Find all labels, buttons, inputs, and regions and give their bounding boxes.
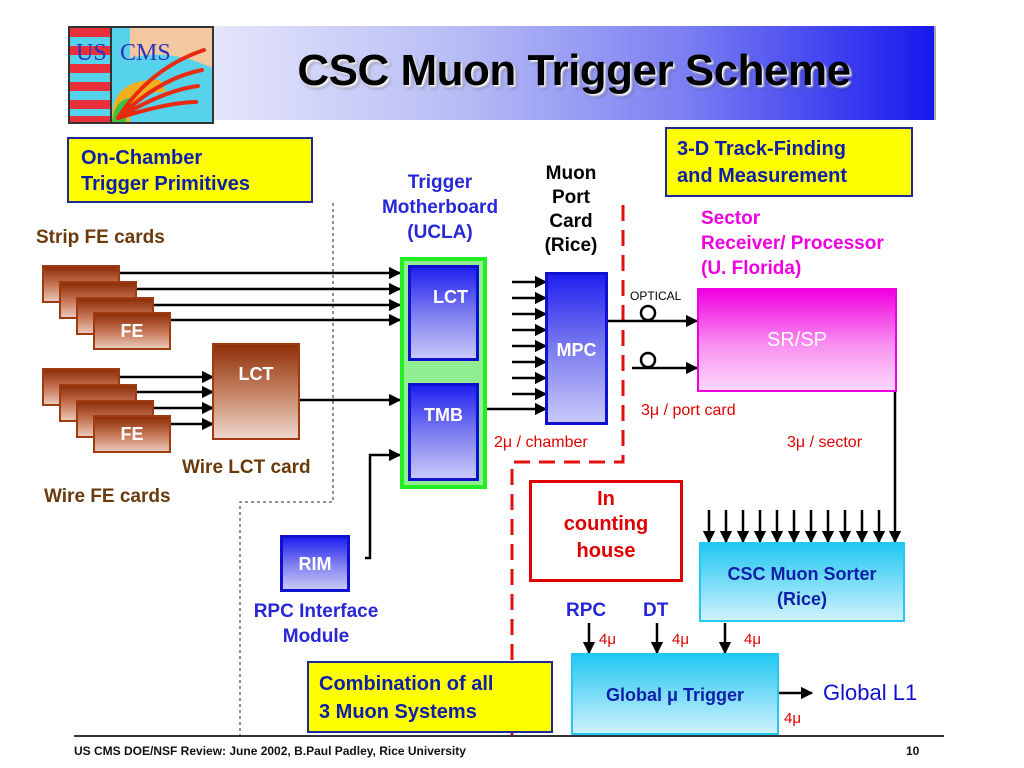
tmb-lct-box: LCT	[408, 265, 479, 361]
mpc-title: Muon Port Card (Rice)	[526, 162, 616, 258]
callout-line: Combination of all	[319, 673, 494, 695]
global-muon-trigger: Global μ Trigger	[571, 653, 779, 735]
callout-line: counting	[563, 513, 649, 535]
title-line: (U. Florida)	[701, 258, 802, 279]
wire-fe-label: Wire FE cards	[44, 486, 171, 507]
tmb-title: Trigger Motherboard (UCLA)	[360, 170, 520, 245]
optical-link-icon	[639, 351, 657, 369]
track-finding-callout: 3-D Track-Finding and Measurement	[665, 127, 913, 197]
optical-link-icon	[639, 304, 657, 322]
title-line: Module	[282, 626, 350, 647]
title-line: Card	[549, 211, 593, 232]
title-line: Port	[552, 187, 590, 208]
box-line: (Rice)	[776, 589, 827, 609]
box-line: CSC Muon Sorter	[727, 564, 877, 584]
combination-callout: Combination of all 3 Muon Systems	[307, 661, 553, 733]
title-bar	[214, 26, 936, 120]
rim-to-tmb	[365, 448, 402, 560]
tmb-box: TMB	[408, 383, 479, 481]
title-line: Sector	[701, 208, 761, 229]
global-l1-label: Global L1	[823, 680, 918, 705]
rim-title: RPC Interface Module	[236, 599, 396, 649]
rate-per-port-card: 3μ / port card	[641, 402, 736, 419]
callout-line: Trigger Primitives	[81, 173, 250, 195]
callout-line: and Measurement	[677, 165, 848, 187]
srsp-title: Sector Receiver/ Processor (U. Florida)	[701, 206, 884, 281]
title-line: Motherboard	[381, 197, 499, 218]
rim-box: RIM	[280, 535, 350, 592]
us-cms-logo: US CMS	[68, 26, 214, 124]
title-line: (UCLA)	[407, 222, 473, 243]
title-line: RPC Interface	[253, 601, 379, 622]
title-line: Trigger	[407, 172, 473, 193]
wire-lct-label: Wire LCT card	[182, 457, 311, 478]
counting-house-box: In counting house	[529, 480, 683, 582]
cms-detector-icon: US CMS	[70, 28, 212, 122]
mpc-box: MPC	[545, 272, 608, 425]
optical-label: OPTICAL	[630, 289, 682, 303]
rate-csc: 4μ	[744, 631, 761, 648]
callout-line: house	[576, 540, 636, 562]
callout-line: 3-D Track-Finding	[677, 138, 846, 160]
rate-global-out: 4μ	[784, 710, 801, 727]
title-line: (Rice)	[544, 235, 598, 256]
wire-fe-card: FE	[93, 415, 171, 453]
callout-line: On-Chamber	[81, 147, 203, 169]
callout-line: In	[597, 488, 615, 510]
rate-dt: 4μ	[672, 631, 689, 648]
rpc-label: RPC	[566, 600, 607, 621]
strip-fe-label: Strip FE cards	[36, 227, 165, 248]
srsp-box: SR/SP	[697, 288, 897, 392]
rate-per-chamber: 2μ / chamber	[494, 434, 588, 451]
logo-text: US	[76, 40, 107, 66]
title-line: Receiver/ Processor	[701, 233, 884, 254]
rate-rpc: 4μ	[599, 631, 616, 648]
footer-text: US CMS DOE/NSF Review: June 2002, B.Paul…	[74, 744, 466, 758]
on-chamber-callout: On-Chamber Trigger Primitives	[67, 137, 313, 203]
svg-text:CMS: CMS	[120, 40, 171, 66]
strip-fe-card: FE	[93, 312, 171, 350]
counting-house-boundary	[510, 205, 625, 735]
callout-line: 3 Muon Systems	[319, 701, 477, 723]
rate-per-sector: 3μ / sector	[787, 434, 863, 451]
title-line: Muon	[545, 163, 597, 184]
csc-muon-sorter: CSC Muon Sorter (Rice)	[699, 542, 905, 622]
wire-lct-card: LCT	[212, 343, 300, 440]
page-number: 10	[906, 744, 920, 758]
dt-label: DT	[643, 600, 669, 621]
slide-title: CSC Muon Trigger Scheme	[297, 46, 851, 95]
